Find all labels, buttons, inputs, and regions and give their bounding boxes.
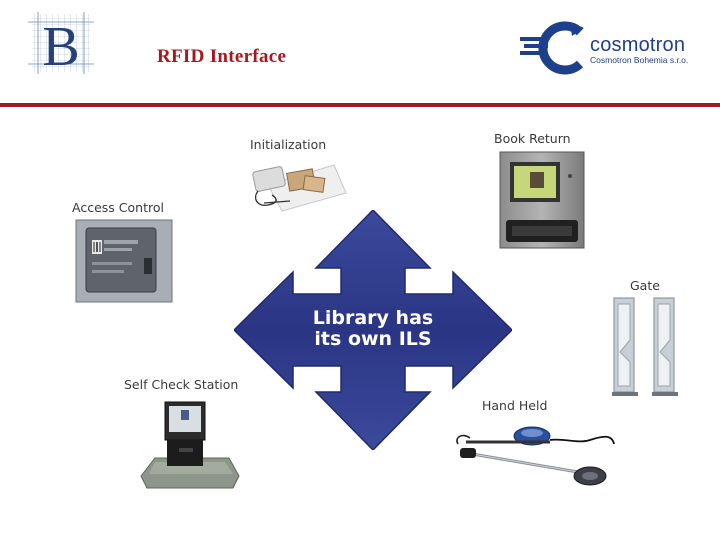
- slide-title: RFID Interface: [157, 46, 286, 68]
- center-label-line-1: Library has: [270, 308, 476, 329]
- svg-text:B: B: [42, 16, 79, 74]
- rfid-encoder-station-image: [248, 155, 348, 215]
- book-return-label: Book Return: [494, 131, 571, 146]
- security-gate-image: [608, 292, 690, 398]
- gate-label: Gate: [630, 278, 660, 293]
- handheld-reader-wand-image: [452, 418, 618, 490]
- header-divider: [0, 103, 720, 107]
- center-label-line-2: its own ILS: [270, 329, 476, 350]
- book-return-kiosk-image: [496, 148, 588, 252]
- access-control-reader-image: [74, 218, 174, 304]
- self-check-kiosk-image: [137, 400, 241, 492]
- hand-held-label: Hand Held: [482, 398, 547, 413]
- b-monogram-logo: B: [28, 12, 94, 74]
- center-label: Library has its own ILS: [270, 308, 476, 350]
- cosmotron-subtitle: Cosmotron Bohemia s.r.o.: [590, 55, 688, 65]
- cosmotron-wordmark: cosmotron: [590, 34, 685, 57]
- access-control-label: Access Control: [72, 200, 164, 215]
- initialization-label: Initialization: [250, 137, 326, 152]
- self-check-station-label: Self Check Station: [124, 377, 238, 392]
